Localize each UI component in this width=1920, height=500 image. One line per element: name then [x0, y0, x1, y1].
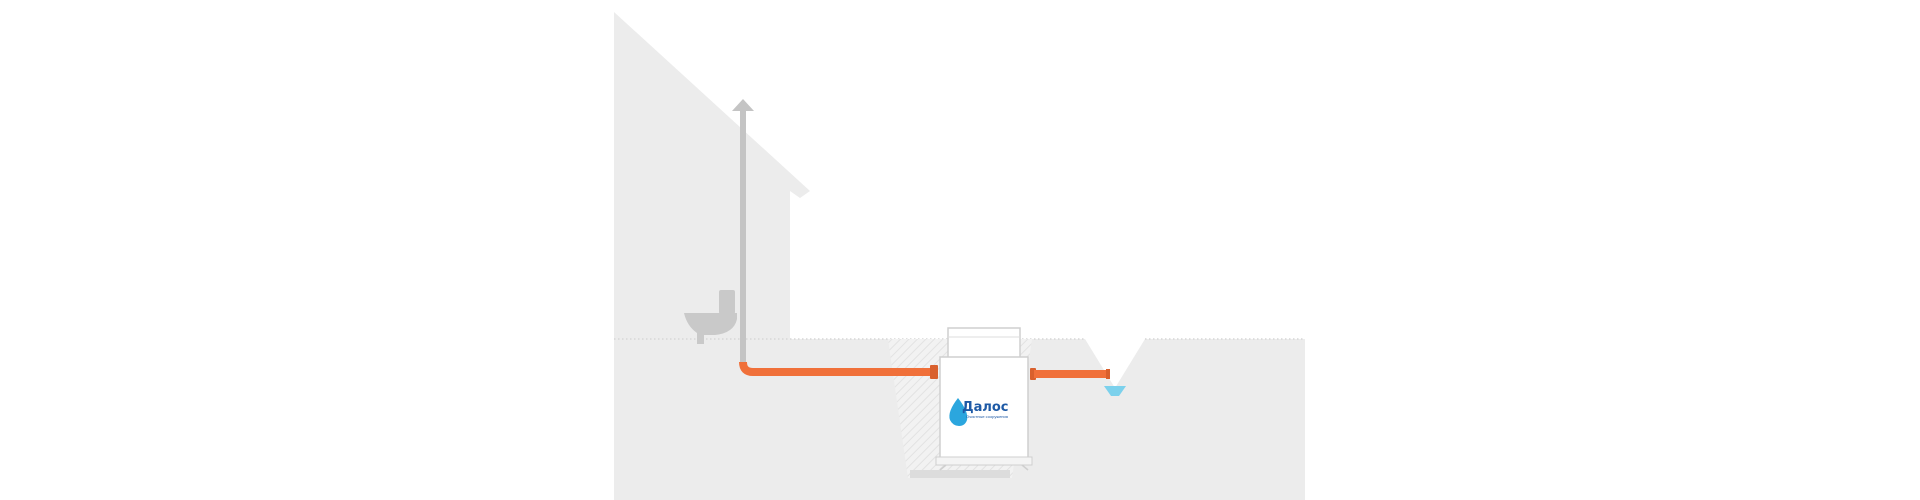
- brand-name: Далос: [962, 400, 1009, 415]
- vent-arrow-icon: [732, 99, 754, 111]
- toilet-icon: [684, 290, 737, 344]
- house-silhouette: [614, 12, 810, 345]
- brand-logo: Далос Очистные сооружения: [949, 398, 1009, 426]
- water-drop-icon: [949, 398, 968, 426]
- inlet-pipe: [739, 361, 936, 376]
- ditch-water: [1104, 386, 1126, 396]
- pit-base: [910, 470, 1010, 478]
- septic-tank: [935, 327, 1033, 471]
- tank-body: [939, 356, 1029, 461]
- outlet-pipe-end: [1106, 369, 1110, 379]
- brand-tagline: Очистные сооружения: [966, 414, 1008, 419]
- inlet-coupling: [930, 365, 938, 379]
- tank-lid: [947, 327, 1021, 359]
- tank-base: [935, 456, 1033, 466]
